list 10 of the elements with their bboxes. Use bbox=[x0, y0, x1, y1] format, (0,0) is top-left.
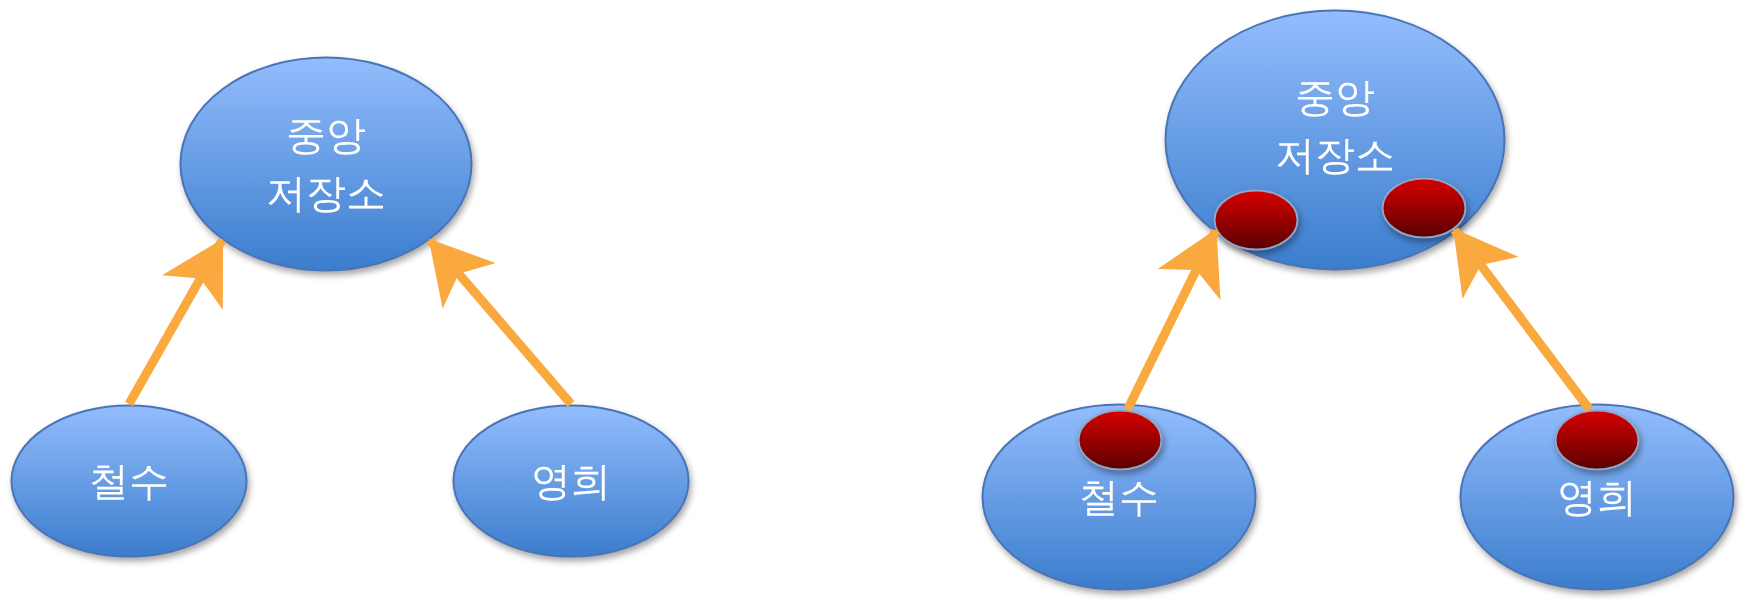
node-label: 철수 bbox=[88, 457, 170, 506]
arrow bbox=[125, 238, 226, 407]
arrow bbox=[426, 237, 575, 407]
node-label: 영희 bbox=[1556, 473, 1638, 522]
arrow bbox=[1450, 227, 1594, 413]
node-label: 영희 bbox=[530, 457, 612, 506]
node-label: 중앙 저장소 bbox=[265, 111, 387, 218]
node-label: 철수 bbox=[1078, 473, 1160, 522]
arrow bbox=[1123, 228, 1221, 412]
node-label: 중앙 저장소 bbox=[1274, 73, 1396, 180]
